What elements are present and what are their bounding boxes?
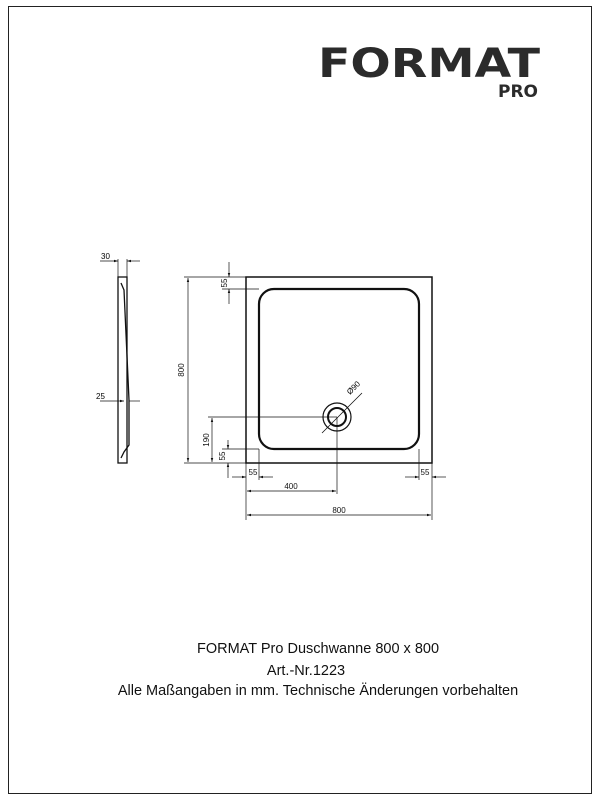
- logo-sub: PRO: [498, 82, 538, 102]
- dim-right-rim: 55: [421, 468, 430, 477]
- dim-drain-diameter: Ø90: [345, 379, 362, 396]
- format-pro-logo: FORMAT PRO: [318, 41, 541, 102]
- page-border: [8, 6, 592, 794]
- dimension-lines: [184, 262, 446, 520]
- tray-plan-view: [245, 276, 433, 464]
- side-profile: [100, 259, 140, 464]
- dim-bottom-rim: 55: [218, 451, 227, 460]
- disclaimer-note: Alle Maßangaben in mm. Technische Änderu…: [117, 683, 519, 699]
- dim-side-thickness: 30: [101, 252, 110, 261]
- dim-top-rim: 55: [220, 278, 229, 287]
- dim-width: 800: [332, 506, 346, 515]
- dim-left-rim: 55: [249, 468, 258, 477]
- dim-height: 800: [177, 363, 186, 377]
- dim-drain-from-left: 400: [284, 482, 298, 491]
- product-title: FORMAT Pro Duschwanne 800 x 800: [196, 641, 440, 657]
- article-number: Art.-Nr.1223: [266, 663, 346, 679]
- dim-side-offset: 25: [96, 392, 105, 401]
- dim-drain-from-bottom: 190: [202, 433, 211, 447]
- logo-brand: FORMAT: [318, 41, 541, 87]
